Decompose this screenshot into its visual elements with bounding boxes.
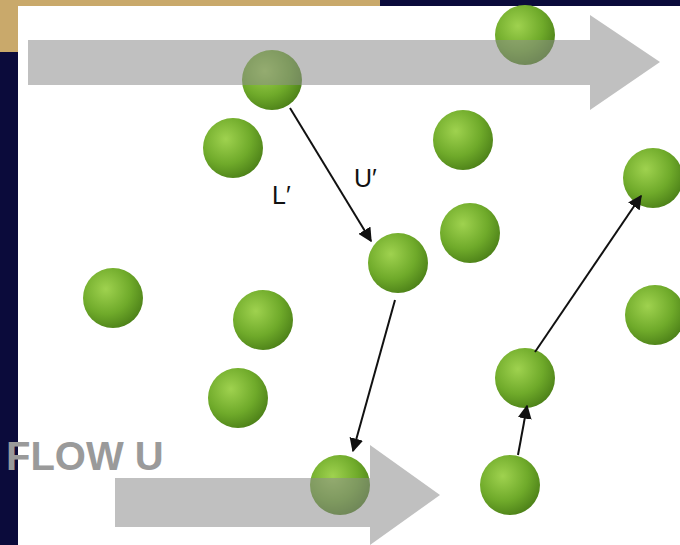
- step-arrow: [535, 196, 641, 352]
- particle: [480, 455, 540, 515]
- particle: [233, 290, 293, 350]
- particle: [433, 110, 493, 170]
- step-arrow: [353, 300, 395, 451]
- particle: [623, 148, 680, 208]
- length-scale-label: L′: [272, 183, 291, 208]
- mean-flow-arrow: [115, 445, 440, 545]
- particle: [495, 348, 555, 408]
- particle: [368, 233, 428, 293]
- random-walk: [290, 108, 641, 455]
- particle: [208, 368, 268, 428]
- flow-label: FLOW U: [6, 436, 164, 476]
- particle: [625, 285, 680, 345]
- particle: [203, 118, 263, 178]
- velocity-scale-label: U′: [354, 166, 377, 191]
- step-arrow: [518, 406, 527, 455]
- particle: [440, 203, 500, 263]
- particle: [83, 268, 143, 328]
- mean-flow-arrow: [28, 15, 660, 110]
